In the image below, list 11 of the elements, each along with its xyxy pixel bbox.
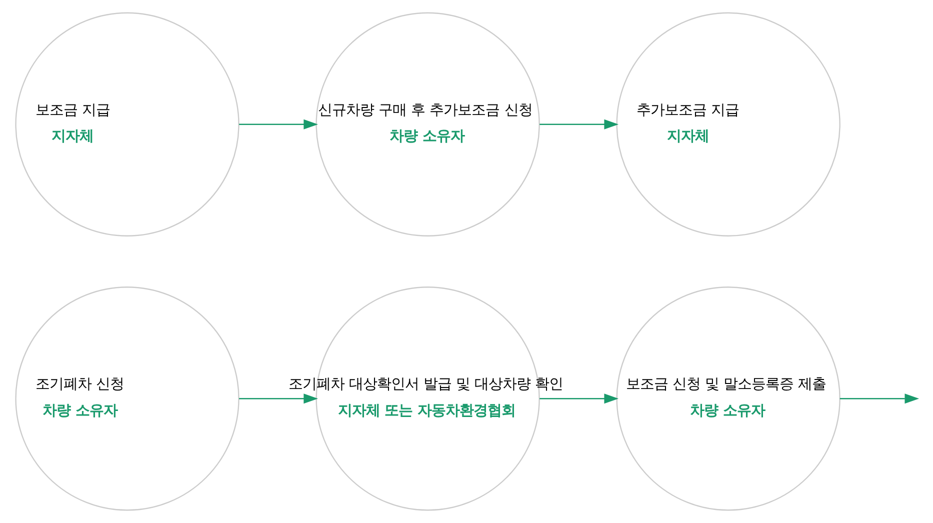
- node-circle: 신규차량 구매 후 추가보조금 신청 차량 소유자: [315, 12, 540, 236]
- arrow: [238, 119, 318, 130]
- arrow: [539, 394, 618, 404]
- arrow: [238, 394, 318, 404]
- node-circle: 추가보조금 지급 지자체: [616, 12, 840, 236]
- node-circle: 조기폐차 신청 차량 소유자: [14, 286, 239, 511]
- node-circle: 보조금 신청 및 말소등록증 제출 차량 소유자: [616, 286, 840, 511]
- arrow: [539, 119, 618, 130]
- node-label: 조기폐차 대상확인서 발급 및 대상차량 확인: [288, 376, 563, 393]
- node-circle: 보조금 지급 지자체: [14, 12, 239, 236]
- arrow: [839, 394, 919, 404]
